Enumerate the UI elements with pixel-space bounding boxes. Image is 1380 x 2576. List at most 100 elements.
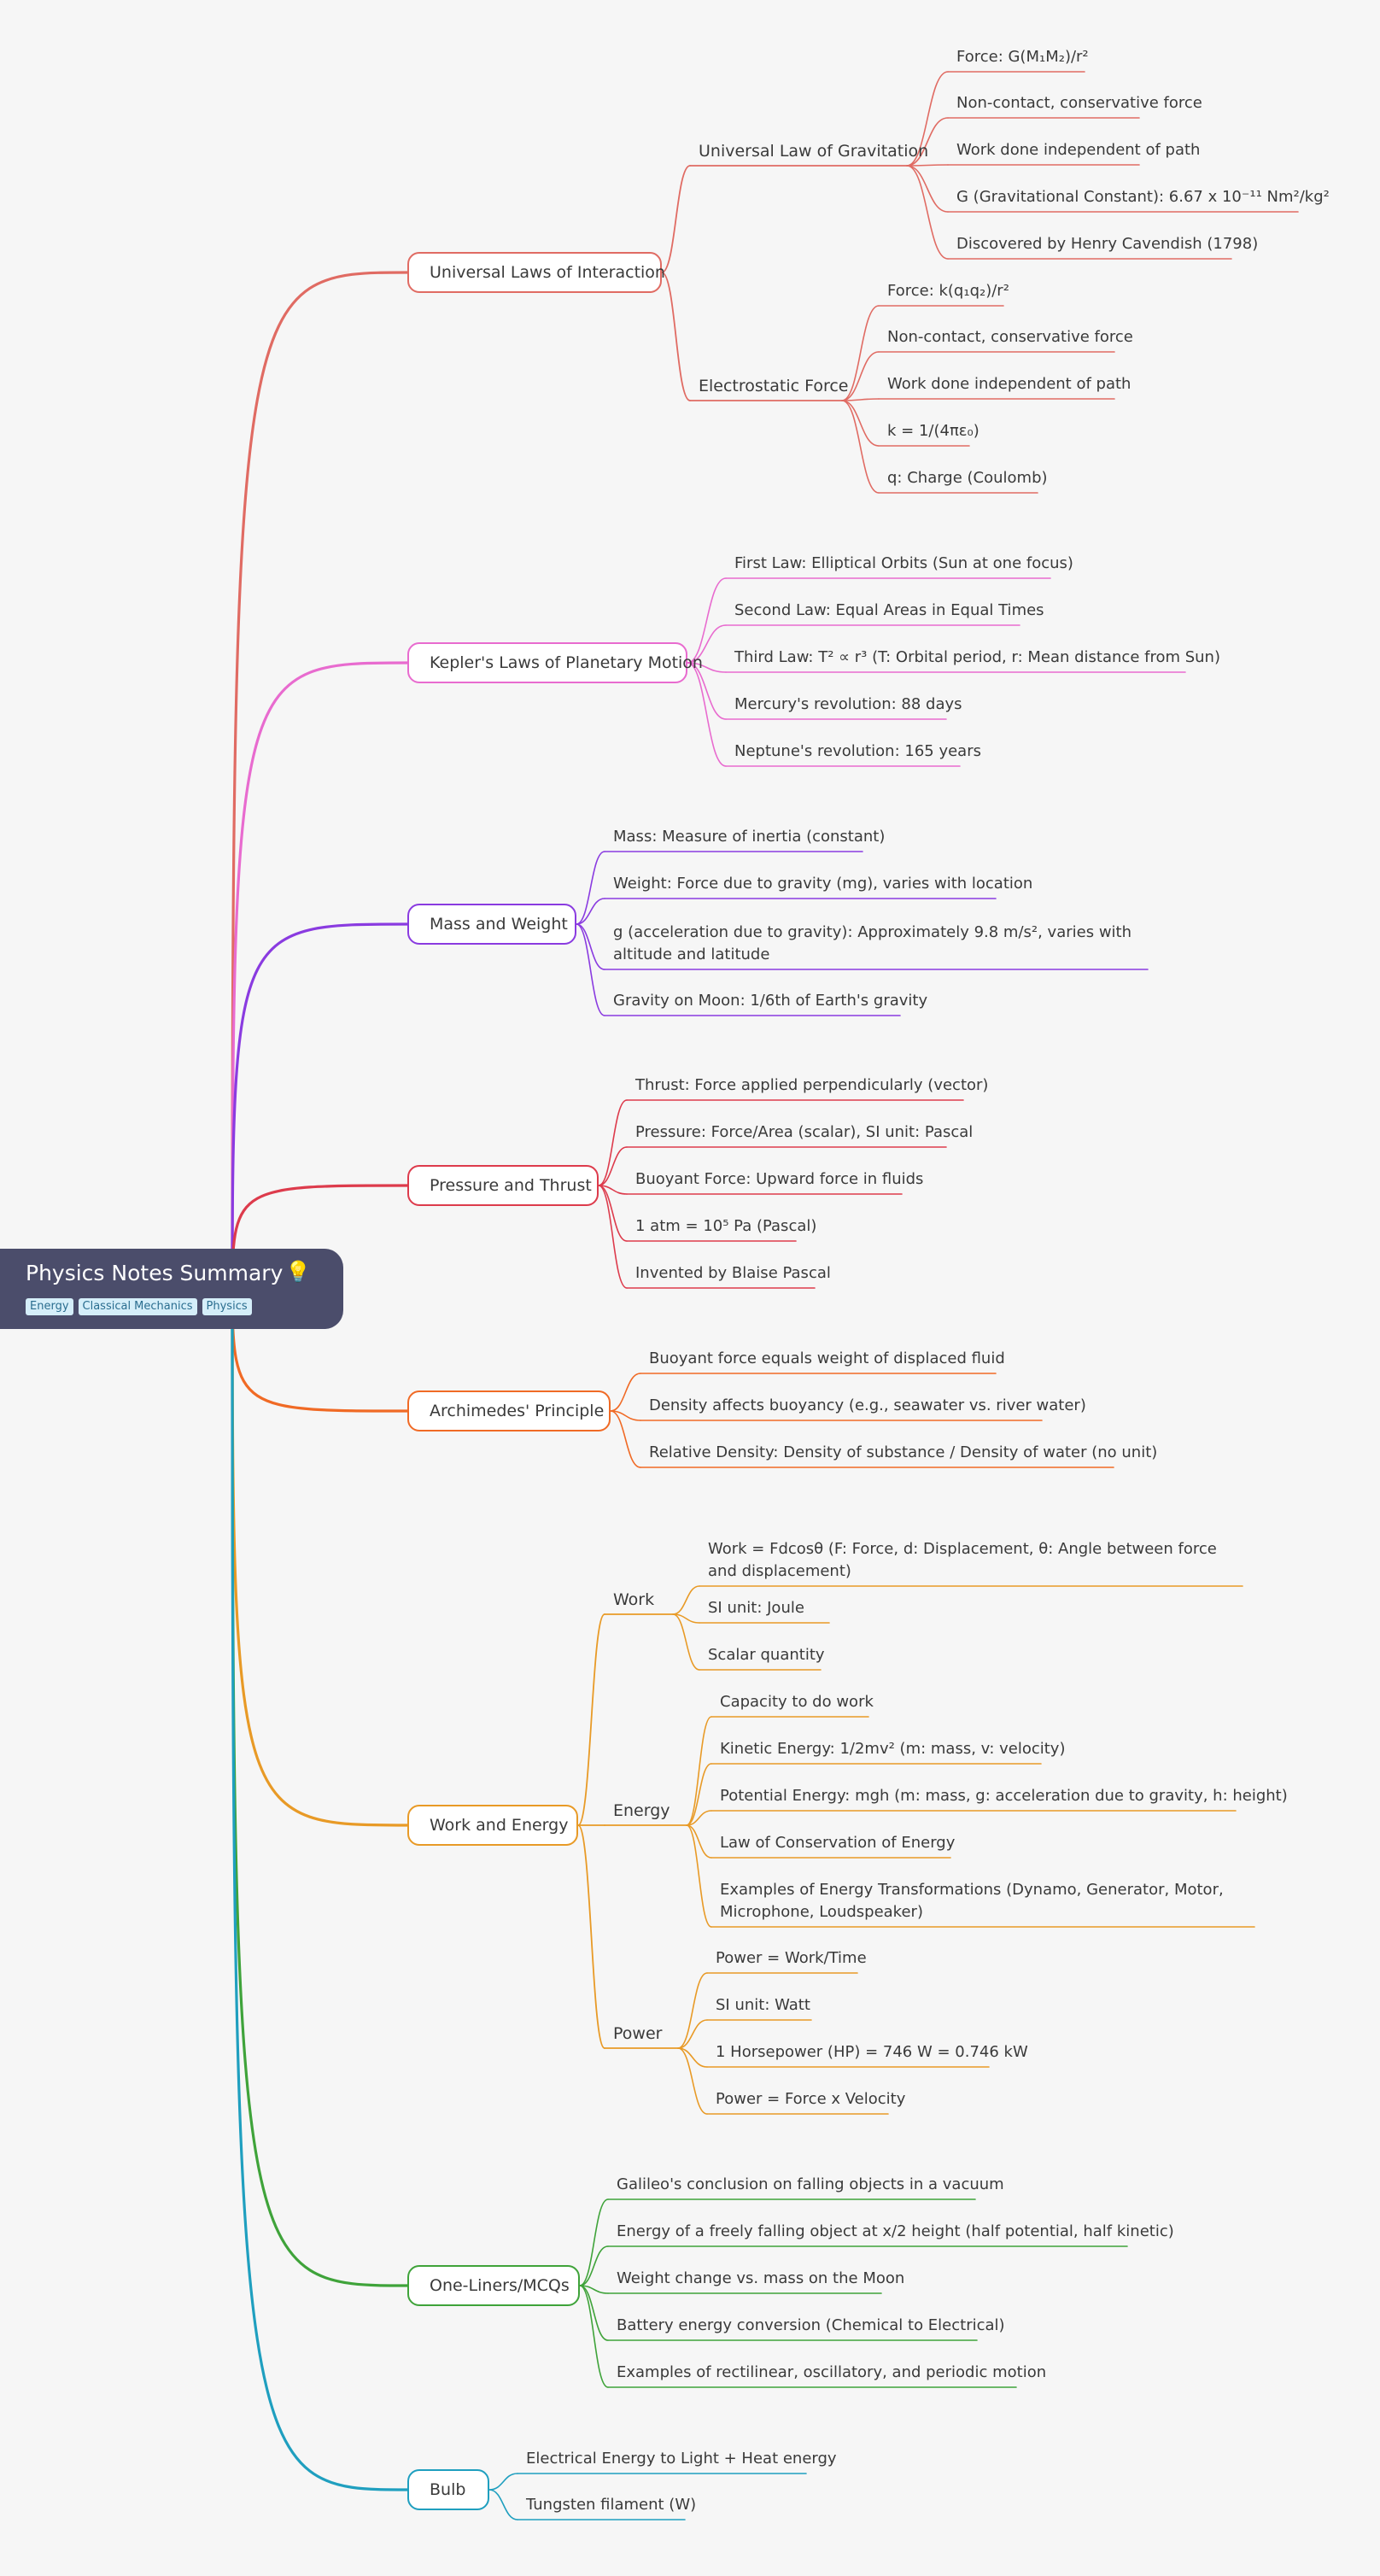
branch-connector bbox=[231, 271, 409, 1291]
leaf-connector bbox=[672, 1585, 700, 1615]
leaf-node[interactable]: Mercury's revolution: 88 days bbox=[734, 695, 962, 713]
leaf-connector bbox=[687, 662, 727, 673]
sub-connector bbox=[661, 272, 691, 401]
leaf-node[interactable]: Pressure: Force/Area (scalar), SI unit: … bbox=[635, 1123, 974, 1141]
leaf-connector bbox=[686, 1824, 712, 1928]
leaf-node[interactable]: Power = Work/Time bbox=[716, 1949, 867, 1967]
leaf-node[interactable]: Work done independent of path bbox=[887, 375, 1131, 393]
leaf-connector bbox=[598, 1185, 628, 1289]
leaf-node[interactable]: SI unit: Watt bbox=[716, 1996, 810, 2014]
branch-connector bbox=[231, 661, 409, 1291]
leaf-node[interactable]: Energy of a freely falling object at x/2… bbox=[617, 2222, 1174, 2240]
leaf-node[interactable]: q: Charge (Coulomb) bbox=[887, 469, 1048, 487]
leaf-node[interactable]: 1 Horsepower (HP) = 746 W = 0.746 kW bbox=[716, 2043, 1028, 2061]
branch-archimedes-principle[interactable]: Archimedes' Principle bbox=[407, 1390, 611, 1431]
leaf-connector bbox=[598, 1185, 628, 1242]
tag-energy[interactable]: Energy bbox=[26, 1298, 73, 1315]
leaf-node[interactable]: Gravity on Moon: 1/6th of Earth's gravit… bbox=[613, 992, 928, 1010]
leaf-node[interactable]: SI unit: Joule bbox=[708, 1599, 804, 1617]
branch-pressure-and-thrust[interactable]: Pressure and Thrust bbox=[407, 1165, 599, 1206]
leaf-node[interactable]: Buoyant Force: Upward force in fluids bbox=[635, 1170, 924, 1188]
sub-node-power[interactable]: Power bbox=[613, 2024, 663, 2043]
sub-node-electrostatic-force[interactable]: Electrostatic Force bbox=[699, 377, 849, 395]
leaf-connector bbox=[841, 305, 880, 401]
leaf-connector bbox=[598, 1099, 628, 1186]
leaf-node[interactable]: Potential Energy: mgh (m: mass, g: accel… bbox=[720, 1787, 1288, 1805]
leaf-node[interactable]: Scalar quantity bbox=[708, 1646, 825, 1664]
leaf-node[interactable]: Battery energy conversion (Chemical to E… bbox=[617, 2316, 1005, 2334]
leaf-connector bbox=[906, 71, 949, 167]
lightbulb-icon: 💡 bbox=[285, 1260, 311, 1284]
leaf-node[interactable]: Power = Force x Velocity bbox=[716, 2090, 906, 2108]
leaf-node[interactable]: Second Law: Equal Areas in Equal Times bbox=[734, 601, 1044, 619]
leaf-node[interactable]: Examples of rectilinear, oscillatory, an… bbox=[617, 2363, 1047, 2381]
leaf-node[interactable]: Third Law: T² ∝ r³ (T: Orbital period, r… bbox=[734, 648, 1220, 666]
leaf-node[interactable]: Weight change vs. mass on the Moon bbox=[617, 2269, 905, 2287]
leaf-connector bbox=[841, 400, 880, 494]
tag-classical-mechanics[interactable]: Classical Mechanics bbox=[78, 1298, 197, 1315]
leaf-node[interactable]: Work = Fdcosθ (F: Force, d: Displacement… bbox=[708, 1540, 1217, 1580]
leaf-connector bbox=[686, 1824, 712, 1859]
leaf-node[interactable]: Non-contact, conservative force bbox=[956, 94, 1202, 112]
leaf-node[interactable]: Neptune's revolution: 165 years bbox=[734, 742, 981, 760]
leaf-connector bbox=[687, 662, 727, 720]
sub-connector bbox=[661, 165, 691, 273]
leaf-node[interactable]: Kinetic Energy: 1/2mv² (m: mass, v: velo… bbox=[720, 1740, 1066, 1758]
leaf-node[interactable]: Tungsten filament (W) bbox=[526, 2496, 697, 2514]
branch-connector bbox=[231, 1287, 409, 2491]
sub-connector bbox=[577, 1613, 605, 1826]
leaf-node[interactable]: Work done independent of path bbox=[956, 141, 1201, 159]
leaf-connector bbox=[579, 2198, 609, 2286]
leaf-node[interactable]: Relative Density: Density of substance /… bbox=[649, 1443, 1158, 1461]
leaf-connector bbox=[841, 398, 880, 401]
sub-node-universal-law-of-gravitation[interactable]: Universal Law of Gravitation bbox=[699, 142, 929, 161]
branch-bulb[interactable]: Bulb bbox=[407, 2469, 489, 2510]
branch-work-and-energy[interactable]: Work and Energy bbox=[407, 1805, 578, 1846]
leaf-connector bbox=[906, 164, 949, 167]
leaf-node[interactable]: Invented by Blaise Pascal bbox=[635, 1264, 831, 1282]
leaf-node[interactable]: Non-contact, conservative force bbox=[887, 328, 1133, 346]
leaf-connector bbox=[488, 2489, 518, 2520]
leaf-node[interactable]: Law of Conservation of Energy bbox=[720, 1834, 956, 1852]
leaf-connector bbox=[686, 1810, 712, 1826]
sub-node-work[interactable]: Work bbox=[613, 1590, 655, 1609]
sub-connector bbox=[577, 1824, 605, 2049]
leaf-connector bbox=[579, 2285, 609, 2388]
root-node[interactable]: Physics Notes Summary 💡 Energy Classical… bbox=[0, 1249, 343, 1329]
branch-mass-and-weight[interactable]: Mass and Weight bbox=[407, 904, 576, 945]
leaf-node[interactable]: k = 1/(4πε₀) bbox=[887, 422, 979, 440]
leaf-node[interactable]: Force: G(M₁M₂)/r² bbox=[956, 48, 1089, 66]
branch-one-liners-mcqs[interactable]: One-Liners/MCQs bbox=[407, 2265, 580, 2306]
leaf-node[interactable]: First Law: Elliptical Orbits (Sun at one… bbox=[734, 554, 1073, 572]
leaf-connector bbox=[579, 2285, 609, 2341]
leaf-node[interactable]: Galileo's conclusion on falling objects … bbox=[617, 2175, 1004, 2193]
leaf-node[interactable]: 1 atm = 10⁵ Pa (Pascal) bbox=[635, 1217, 817, 1235]
tag-physics[interactable]: Physics bbox=[202, 1298, 252, 1315]
leaf-node[interactable]: Mass: Measure of inertia (constant) bbox=[613, 828, 886, 846]
leaf-node[interactable]: Buoyant force equals weight of displaced… bbox=[649, 1349, 1005, 1367]
leaf-connector bbox=[677, 2019, 708, 2049]
leaf-connector bbox=[841, 351, 880, 401]
leaf-node[interactable]: Thrust: Force applied perpendicularly (v… bbox=[635, 1076, 989, 1094]
tag-list: Energy Classical Mechanics Physics bbox=[26, 1298, 252, 1315]
leaf-connector bbox=[576, 898, 605, 925]
leaf-node[interactable]: G (Gravitational Constant): 6.67 x 10⁻¹¹… bbox=[956, 188, 1330, 206]
sub-node-energy[interactable]: Energy bbox=[613, 1801, 670, 1820]
leaf-connector bbox=[598, 1146, 628, 1186]
leaf-node[interactable]: Force: k(q₁q₂)/r² bbox=[887, 282, 1009, 300]
leaf-node[interactable]: Capacity to do work bbox=[720, 1693, 874, 1711]
leaf-node[interactable]: Weight: Force due to gravity (mg), varie… bbox=[613, 875, 1033, 893]
branch-kepler-s-laws-of-planetary-motion[interactable]: Kepler's Laws of Planetary Motion bbox=[407, 642, 703, 683]
root-title: Physics Notes Summary bbox=[26, 1261, 284, 1285]
leaf-connector bbox=[906, 165, 949, 213]
branch-universal-laws-of-interaction[interactable]: Universal Laws of Interaction bbox=[407, 252, 665, 293]
leaf-connector bbox=[576, 923, 605, 1016]
leaf-node[interactable]: g (acceleration due to gravity): Approxi… bbox=[613, 923, 1132, 963]
leaf-node[interactable]: Examples of Energy Transformations (Dyna… bbox=[720, 1881, 1224, 1921]
leaf-node[interactable]: Density affects buoyancy (e.g., seawater… bbox=[649, 1396, 1086, 1414]
leaf-connector bbox=[687, 624, 727, 664]
leaf-node[interactable]: Electrical Energy to Light + Heat energy bbox=[526, 2450, 837, 2468]
leaf-node[interactable]: Discovered by Henry Cavendish (1798) bbox=[956, 235, 1259, 253]
